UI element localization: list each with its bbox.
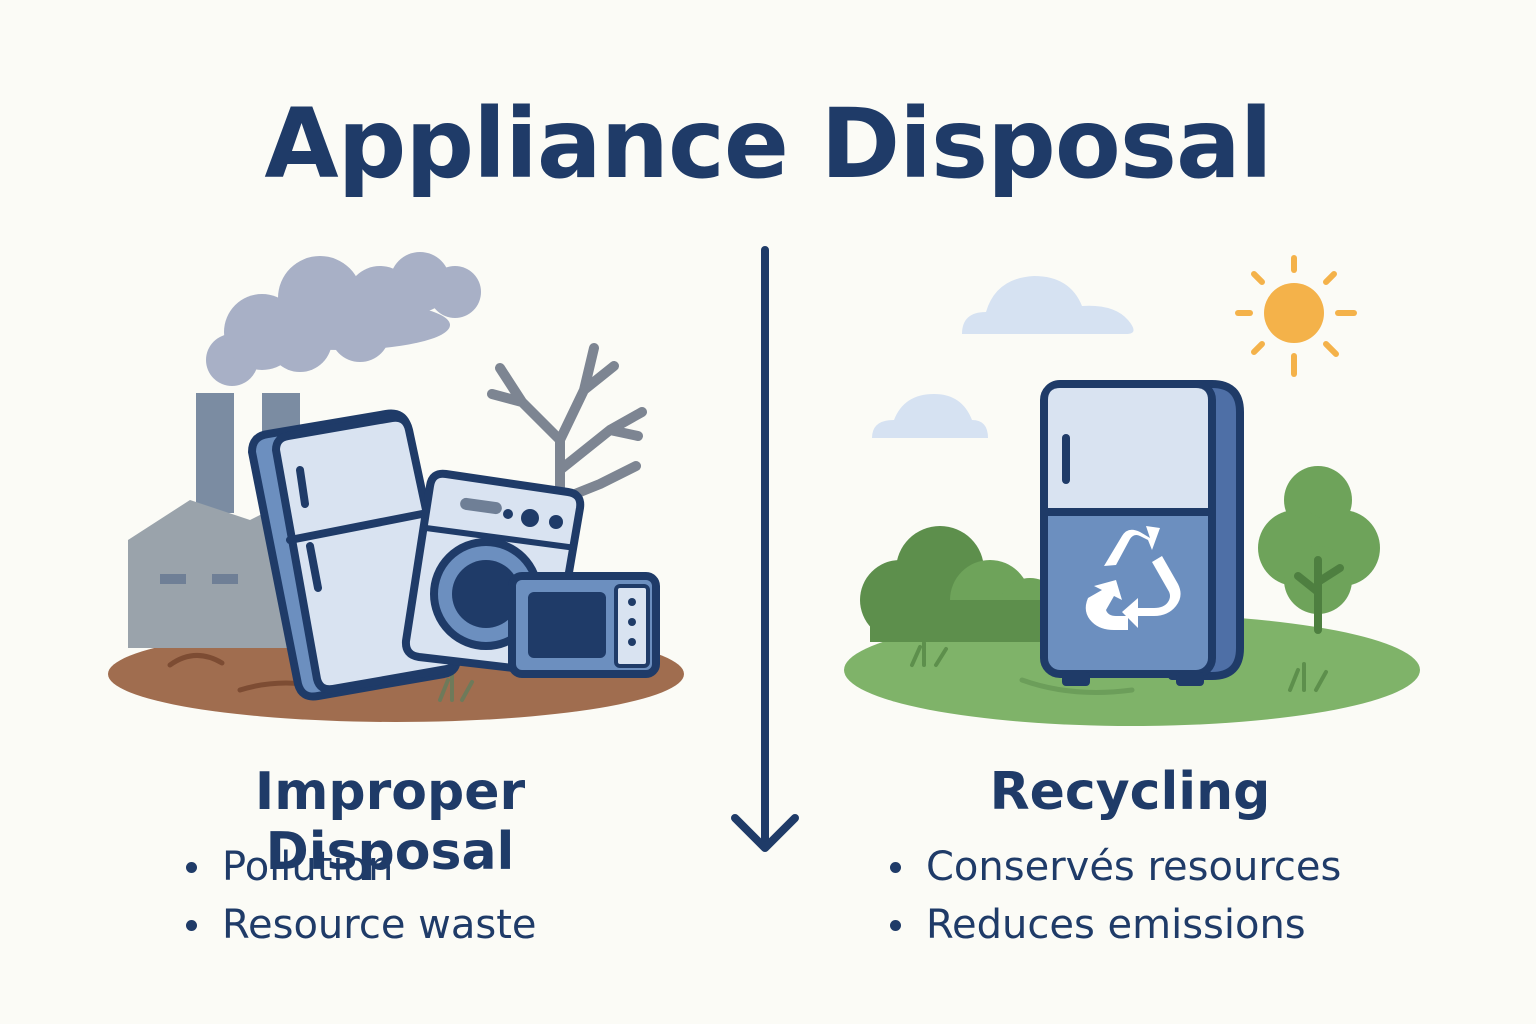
list-item: Pollution: [186, 838, 537, 896]
recycle-symbol-icon: [1085, 526, 1181, 630]
bush-icon: [860, 526, 1062, 642]
cloud-icon: [872, 276, 1134, 438]
down-arrow-icon: [731, 246, 799, 852]
microwave-icon: [508, 572, 660, 678]
smoke-cloud-icon: [206, 252, 481, 386]
sun-icon: [1235, 255, 1357, 377]
list-item: Reduces emissions: [890, 896, 1341, 954]
list-item: Conservés resources: [890, 838, 1341, 896]
recycling-list: Conservés resources Reduces emissions: [890, 838, 1341, 954]
page-title: Appliance Disposal: [264, 88, 1272, 200]
list-item: Resource waste: [186, 896, 537, 954]
improper-disposal-list: Pollution Resource waste: [186, 838, 537, 954]
improper-disposal-heading: Improper Disposal: [254, 762, 526, 882]
recycling-heading: Recycling: [989, 762, 1271, 822]
tree-icon: [1258, 466, 1380, 634]
